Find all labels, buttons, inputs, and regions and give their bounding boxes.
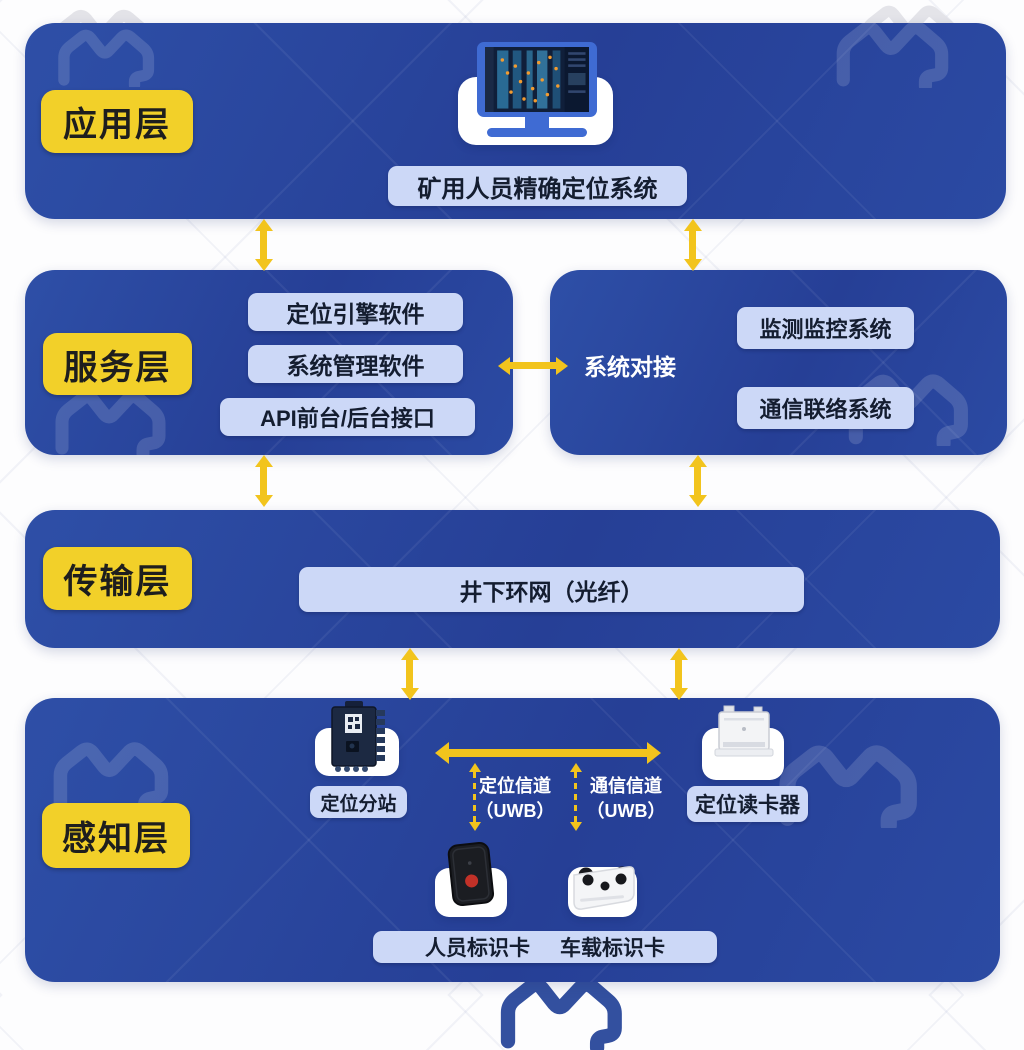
perception-layer-box: 感知层 定位分站 定位信道 （UWB） 通信信道 （UWB） bbox=[25, 698, 1000, 982]
underground-ring-network-text: 井下环网（光纤） bbox=[459, 578, 644, 605]
communication-channel-label: 通信信道 （UWB） bbox=[566, 774, 686, 824]
channel-name: 通信信道 bbox=[590, 776, 662, 796]
reader-device-image bbox=[714, 705, 774, 757]
positioning-system-label-text: 矿用人员精确定位系统 bbox=[417, 175, 658, 203]
service-item-text: 通信联络系统 bbox=[759, 397, 892, 422]
service-transmission-right-arrow bbox=[694, 467, 701, 495]
service-item-monitoring-system: 监测监控系统 bbox=[737, 307, 914, 349]
substation-label-text: 定位分站 bbox=[320, 793, 397, 815]
service-layer-label-text: 服务层 bbox=[63, 348, 172, 387]
watermark-logo bbox=[497, 973, 629, 1050]
substation-device-image bbox=[331, 701, 385, 772]
watermark-logo bbox=[833, 23, 955, 88]
vehicle-tag-label: 车载标识卡 bbox=[560, 937, 665, 960]
transmission-layer-label-text: 传输层 bbox=[63, 563, 172, 601]
monitor-icon bbox=[477, 42, 597, 117]
positioning-channel-arrow bbox=[473, 772, 476, 822]
tag-labels-pill: 人员标识卡 车载标识卡 bbox=[373, 931, 717, 963]
app-service-right-arrow bbox=[689, 231, 696, 259]
personnel-tag-image bbox=[447, 841, 495, 907]
transmission-perception-left-arrow bbox=[406, 660, 413, 688]
service-item-system-management: 系统管理软件 bbox=[248, 345, 463, 383]
channel-band: （UWB） bbox=[586, 801, 666, 821]
monitor-stand-base bbox=[487, 128, 587, 137]
positioning-system-label: 矿用人员精确定位系统 bbox=[388, 166, 687, 206]
service-item-text: API前台/后台接口 bbox=[260, 406, 435, 431]
substation-label: 定位分站 bbox=[310, 786, 407, 818]
transmission-layer-box: 传输层 井下环网（光纤） bbox=[25, 510, 1000, 648]
positioning-channel-label: 定位信道 （UWB） bbox=[455, 774, 575, 824]
service-item-text: 系统管理软件 bbox=[286, 353, 425, 379]
channel-name: 定位信道 bbox=[479, 776, 551, 796]
service-item-communication-system: 通信联络系统 bbox=[737, 387, 914, 429]
watermark-logo bbox=[55, 26, 160, 87]
service-item-text: 定位引擎软件 bbox=[286, 301, 425, 327]
application-layer-box: 应用层 矿用人员精确定位系 bbox=[25, 23, 1006, 219]
perception-layer-label: 感知层 bbox=[42, 803, 190, 868]
watermark-logo bbox=[50, 738, 175, 811]
transmission-perception-right-arrow bbox=[675, 660, 682, 688]
service-layer-label: 服务层 bbox=[43, 333, 192, 395]
application-layer-label: 应用层 bbox=[41, 90, 193, 153]
app-service-left-arrow bbox=[260, 231, 267, 259]
diagram-page: { "layers": { "application": { "label": … bbox=[0, 0, 1024, 995]
monitor-screen-map bbox=[485, 47, 589, 112]
personnel-tag-label: 人员标识卡 bbox=[425, 937, 530, 960]
system-link-label: 系统对接 bbox=[578, 350, 682, 380]
application-layer-label-text: 应用层 bbox=[63, 106, 171, 144]
perception-layer-label-text: 感知层 bbox=[62, 820, 170, 858]
underground-ring-network-label: 井下环网（光纤） bbox=[299, 567, 804, 612]
channel-band: （UWB） bbox=[475, 801, 555, 821]
reader-label: 定位读卡器 bbox=[687, 786, 808, 822]
service-layer-right-box: 系统对接 监测监控系统 通信联络系统 bbox=[550, 270, 1007, 455]
substation-reader-arrow bbox=[449, 749, 647, 757]
communication-channel-arrow bbox=[574, 772, 577, 822]
watermark-logo bbox=[52, 386, 172, 455]
vehicle-tag-image bbox=[573, 866, 635, 910]
service-link-arrow bbox=[510, 362, 556, 369]
service-item-text: 监测监控系统 bbox=[759, 317, 892, 342]
monitor-stand-neck bbox=[525, 117, 549, 131]
reader-label-text: 定位读卡器 bbox=[695, 794, 800, 817]
transmission-layer-label: 传输层 bbox=[43, 547, 192, 610]
service-transmission-left-arrow bbox=[260, 467, 267, 495]
service-item-positioning-engine: 定位引擎软件 bbox=[248, 293, 463, 331]
service-item-api-interface: API前台/后台接口 bbox=[220, 398, 475, 436]
system-link-label-text: 系统对接 bbox=[584, 354, 676, 380]
service-layer-left-box: 服务层 定位引擎软件 系统管理软件 API前台/后台接口 bbox=[25, 270, 513, 455]
